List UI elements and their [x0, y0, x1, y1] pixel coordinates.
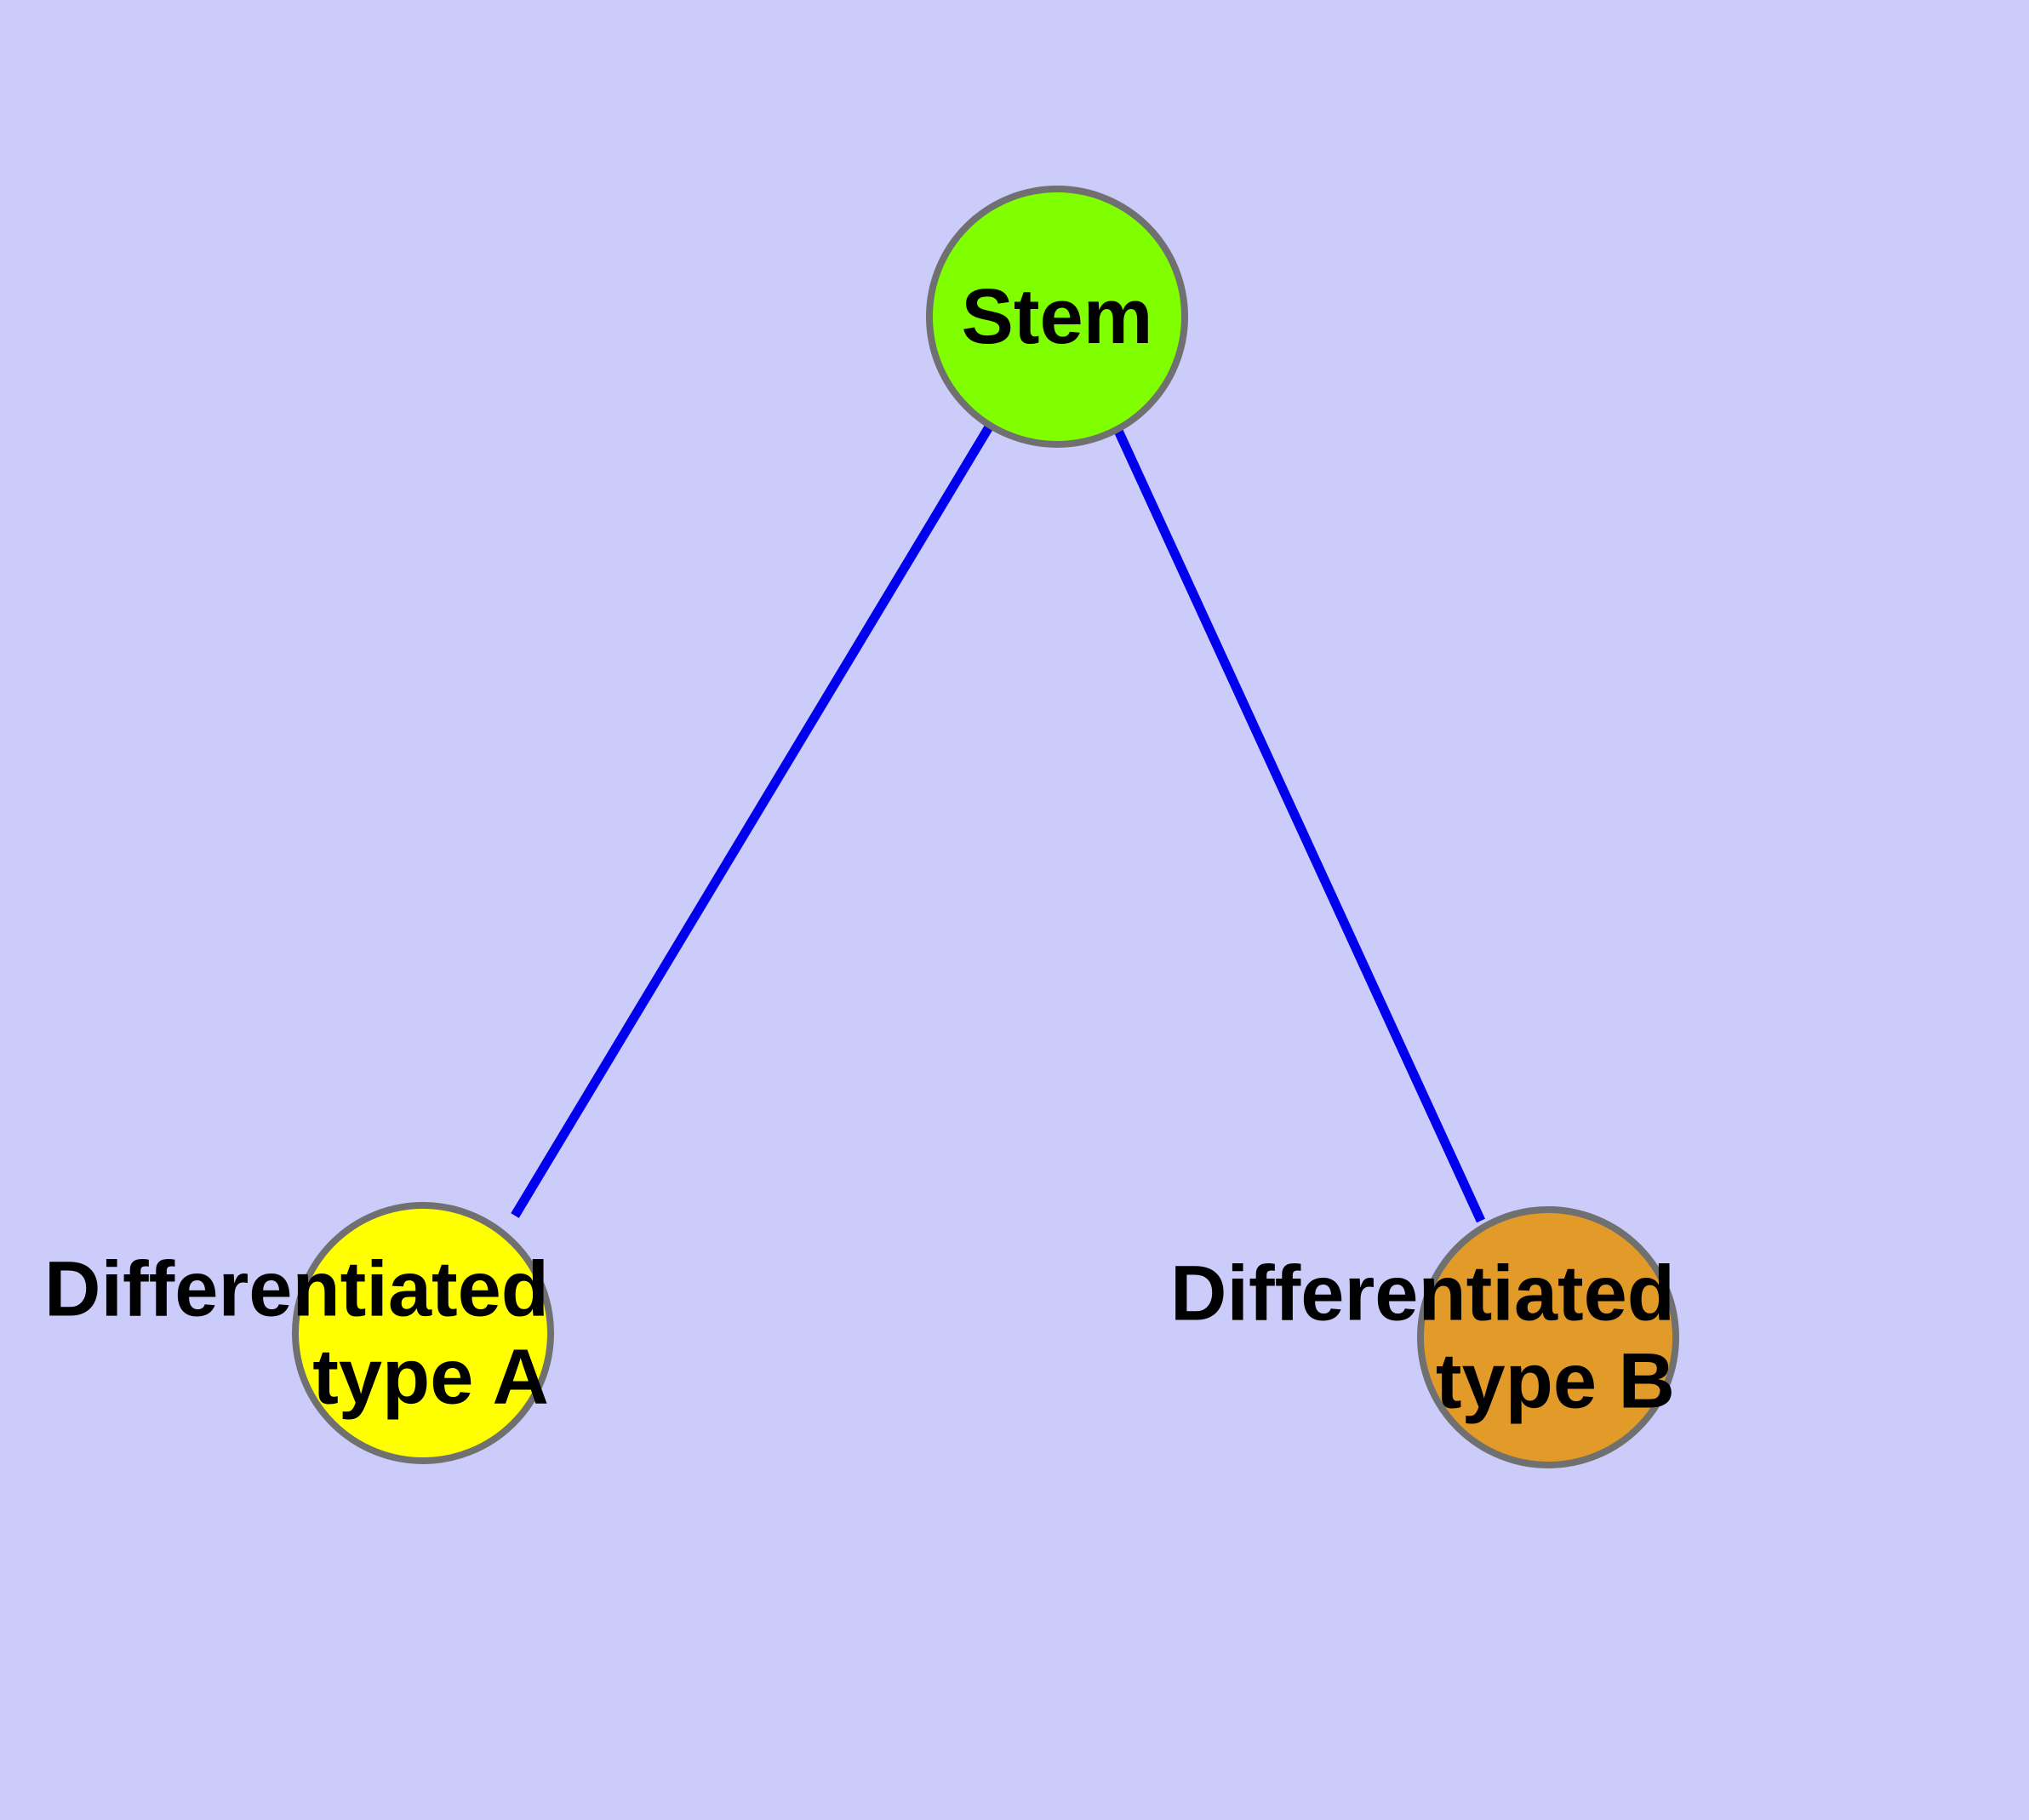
node-stem-label: Stem	[962, 273, 1153, 360]
node-differentiated-type-b-circle[interactable]	[1417, 1206, 1679, 1468]
edge-layer	[511, 423, 1485, 1223]
edge-stem-to-differentiated-type-b[interactable]	[1114, 428, 1485, 1223]
node-stem[interactable]: Stem	[926, 186, 1188, 448]
node-stem-circle[interactable]	[926, 186, 1188, 448]
edge-stem-to-differentiated-type-a[interactable]	[511, 423, 994, 1218]
node-differentiated-type-a-circle[interactable]	[292, 1202, 554, 1464]
